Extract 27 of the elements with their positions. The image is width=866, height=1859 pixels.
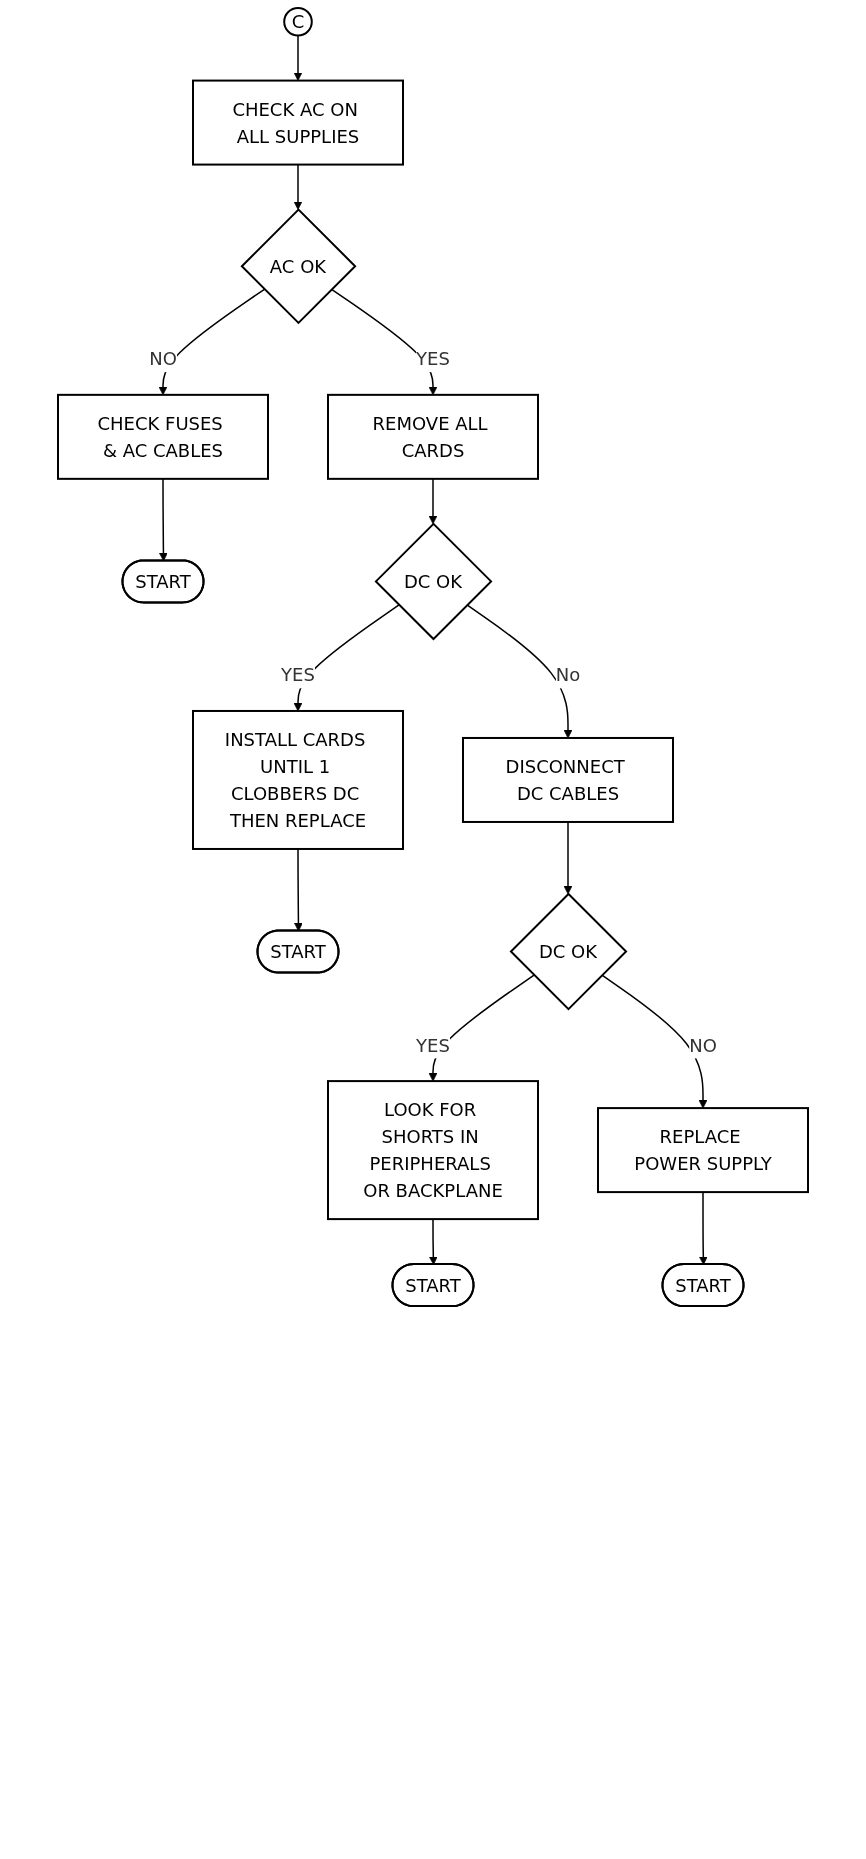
arrow — [428, 478, 438, 525]
node-diamond: DC OK — [509, 892, 628, 1011]
arrow — [293, 34, 303, 81]
node-diamond: AC OK — [240, 208, 357, 325]
edge-label: No — [555, 664, 581, 686]
node-box: CHECK AC ON ALL SUPPLIES — [192, 79, 404, 166]
arrow — [466, 604, 573, 739]
edge-label: YES — [281, 664, 315, 686]
node-box: DISCONNECT DC CABLES — [462, 736, 674, 823]
edge-label: NO — [149, 348, 177, 370]
node-diamond: DC OK — [374, 522, 493, 641]
node-box: REMOVE ALL CARDS — [327, 393, 539, 480]
arrow — [159, 478, 168, 562]
arrow — [698, 1191, 708, 1265]
arrow — [293, 163, 303, 210]
edge-label: YES — [416, 348, 450, 370]
arrow — [294, 848, 303, 932]
edge-label: YES — [416, 1034, 450, 1056]
arrow — [563, 821, 573, 895]
node-circle: C — [283, 7, 313, 37]
node-box: LOOK FOR SHORTS IN PERIPHERALS OR BACKPLANE — [327, 1080, 539, 1221]
arrow — [428, 1218, 438, 1265]
node-box: INSTALL CARDS UNTIL 1 CLOBBERS DC THEN REPLACE — [192, 709, 404, 850]
edge-label: NO — [689, 1034, 717, 1056]
node-box: REPLACE POWER SUPPLY — [597, 1107, 809, 1194]
arrow — [601, 974, 708, 1109]
node-box: CHECK FUSES & AC CABLES — [57, 393, 269, 480]
